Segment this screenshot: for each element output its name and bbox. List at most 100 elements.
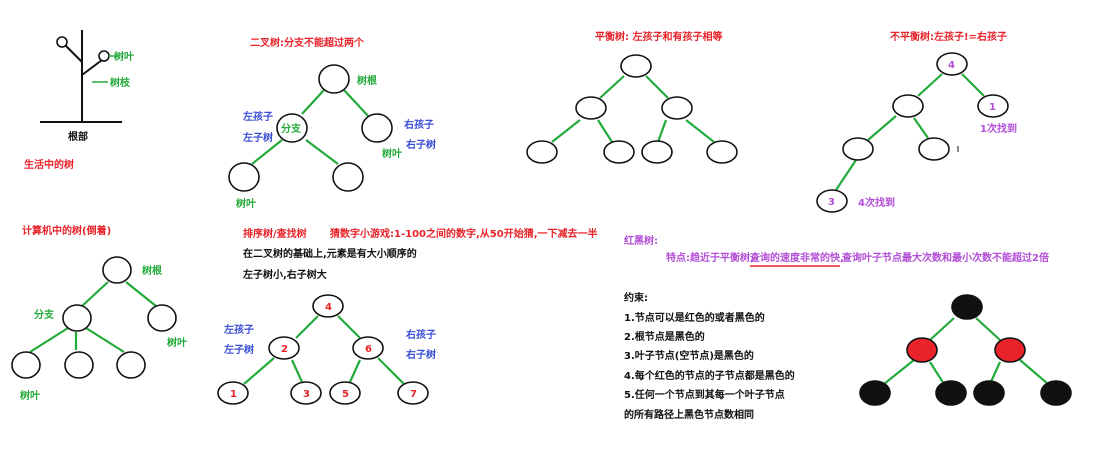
tree-node-right	[361, 113, 393, 143]
edge	[348, 359, 362, 383]
constraint-title: 约束:	[624, 291, 648, 304]
unbalanced-tree-title: 不平衡树:左孩子!=右孩子	[890, 30, 1007, 43]
rb-node-black	[951, 294, 983, 320]
edge	[81, 281, 109, 307]
search-node-4-label: 4	[325, 302, 332, 313]
edge	[337, 315, 361, 339]
unbalanced-deep-value: 3	[828, 197, 835, 208]
rb-node-black	[973, 380, 1005, 406]
tree-node-root	[318, 64, 350, 94]
search-node-3-label: 3	[303, 389, 310, 400]
tree-leaf-right	[98, 50, 110, 62]
search-node-5	[329, 381, 361, 405]
unbalanced-root-value: 4	[948, 60, 955, 71]
edge	[835, 159, 857, 191]
search-left-child-label: 左孩子	[223, 323, 254, 336]
edge	[656, 119, 668, 143]
real-tree-caption: 生活中的树	[24, 158, 74, 171]
tree-node-leaf	[228, 162, 260, 192]
search-node-1-label: 1	[230, 389, 237, 400]
edge	[867, 115, 897, 141]
tree-node-root	[620, 54, 652, 78]
rb-node-red	[906, 337, 938, 363]
edge	[377, 357, 405, 385]
constraint-rule: 4.每个红色的节点的子节点都是黑色的	[624, 369, 795, 382]
tree-node-leaf	[116, 351, 146, 379]
search-tree-rule-1: 在二叉树的基础上,元素是有大小顺序的	[243, 247, 417, 260]
red-black-feature-suffix: 查询叶子节点最大次数和最小次数不能超过2倍	[841, 251, 1049, 264]
search-tree-title: 排序树/查找树	[243, 227, 307, 240]
edge	[883, 359, 915, 385]
search-tree-rule-2: 左子树小,右子树大	[242, 268, 327, 281]
search-right-subtree-label: 右子树	[405, 348, 436, 361]
red-black-feature-highlight: 查询的速度非常的快,	[749, 251, 844, 264]
edge	[645, 75, 669, 99]
tree-branch-right	[81, 59, 103, 76]
unbalanced-node-deep	[816, 189, 848, 213]
edge	[961, 73, 985, 97]
edge	[125, 281, 157, 307]
binary-right-child-label: 右孩子	[403, 118, 434, 131]
unbalanced-tree: 不平衡树:左孩子!=右孩子 4 1 3 1次找到 4次找到	[816, 30, 1017, 213]
search-node-7-label: 7	[410, 389, 417, 400]
binary-leaf-label-bottom: 树叶	[236, 197, 256, 210]
computer-leaf-label-bottom: 树叶	[20, 389, 40, 402]
tree-node-right	[147, 304, 177, 332]
binary-tree-title: 二叉树:分支不能超过两个	[250, 36, 365, 49]
search-node-6	[352, 336, 384, 360]
edge	[599, 75, 625, 99]
edge	[301, 89, 325, 115]
constraint-rule: 3.叶子节点(空节点)是黑色的	[624, 349, 754, 362]
edge	[917, 73, 943, 97]
binary-root-label: 树根	[357, 74, 377, 87]
binary-tree: 二叉树:分支不能超过两个 分支 树根 左孩子 左子树 右孩子 右子树 树叶 树叶	[228, 36, 436, 210]
unbalanced-deep-note: 4次找到	[858, 196, 895, 209]
search-node-6-label: 6	[365, 344, 372, 355]
red-black-title: 红黑树:	[624, 234, 658, 247]
root-label: 根部	[68, 130, 88, 143]
tree-node-leaf	[526, 140, 558, 164]
binary-left-subtree-label: 左子树	[242, 131, 273, 144]
unbalanced-node-right	[977, 94, 1009, 118]
constraint-rule: 2.根节点是黑色的	[624, 330, 705, 343]
computer-branch-label: 分支	[34, 308, 55, 321]
tree-node-branch	[276, 113, 308, 143]
edge	[597, 119, 613, 143]
rb-node-black	[859, 380, 891, 406]
unbalanced-node-left-right	[918, 137, 950, 161]
search-node-5-label: 5	[342, 389, 349, 400]
unbalanced-right-note: 1次找到	[980, 122, 1017, 135]
constraint-rule: 5.任何一个节点到其每一个叶子节点	[624, 388, 785, 401]
tree-leaf-left	[56, 36, 68, 48]
search-node-1	[217, 381, 249, 405]
edge	[243, 357, 275, 385]
edge	[913, 117, 929, 139]
search-node-3	[290, 381, 322, 405]
tree-node-leaf	[641, 140, 673, 164]
edge	[685, 119, 715, 143]
unbalanced-node-root	[936, 52, 968, 76]
edge	[85, 327, 125, 353]
edge	[551, 119, 581, 143]
search-node-7	[397, 381, 429, 405]
tree-node-leaf	[64, 351, 94, 379]
edge	[295, 315, 319, 339]
real-tree-sketch: 树叶 树枝 根部 生活中的树	[24, 30, 134, 171]
rb-node-red	[994, 337, 1026, 363]
unbalanced-node-left	[892, 94, 924, 118]
balanced-tree-title: 平衡树: 左孩子和有孩子相等	[595, 30, 722, 43]
tree-node-branch	[62, 304, 92, 332]
binary-right-subtree-label: 右子树	[405, 138, 436, 151]
branch-node-text: 分支	[281, 122, 302, 135]
edge	[929, 361, 945, 385]
computer-tree-caption: 计算机中的树(倒着)	[22, 224, 111, 237]
computer-tree: 计算机中的树(倒着) 树根 分支 树叶 树叶	[11, 224, 187, 402]
guess-game-text: 猜数字小游戏:1-100之间的数字,从50开始猜,一下减去一半	[329, 227, 598, 240]
tree-node-right	[661, 96, 693, 120]
branch-label: 树枝	[110, 76, 131, 89]
tree-node-leaf	[332, 162, 364, 192]
red-black-tree-section: 红黑树: 特点:趋近于平衡树, 查询的速度非常的快, 查询叶子节点最大次数和最小…	[624, 234, 1072, 421]
tree-node-root	[102, 256, 132, 284]
edge	[290, 359, 304, 383]
